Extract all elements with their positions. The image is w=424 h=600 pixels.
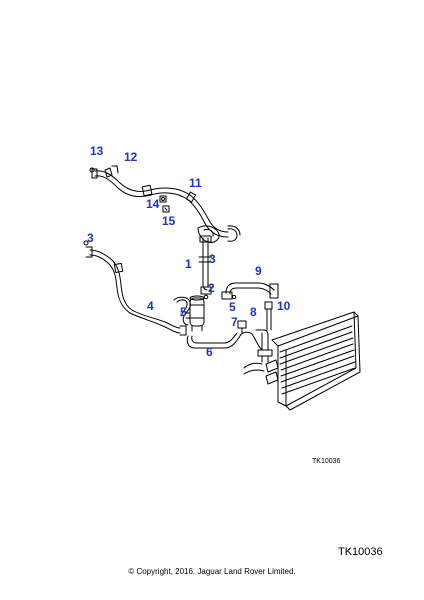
part-15-clip [162, 205, 170, 213]
callout-3-left: 3 [87, 231, 94, 245]
callout-3-right: 3 [209, 252, 216, 266]
callout-2: 2 [208, 281, 215, 295]
condenser [243, 311, 361, 411]
callout-1: 1 [185, 257, 192, 271]
pipe-1-vertical [198, 235, 213, 300]
receiver-drier [185, 295, 205, 332]
callout-5-left: 5 [180, 305, 187, 319]
pipe-6-lower [186, 320, 273, 363]
callout-11: 11 [189, 176, 202, 190]
pipe-4-liquid-line [85, 246, 191, 336]
callout-4: 4 [147, 299, 154, 313]
callout-15: 15 [162, 214, 176, 228]
callout-5-right: 5 [229, 300, 236, 314]
callout-13: 13 [90, 144, 104, 158]
part-14-clip [159, 195, 167, 203]
callout-8: 8 [250, 305, 257, 319]
callout-14: 14 [146, 197, 160, 211]
callout-9: 9 [255, 264, 262, 278]
pipe-11-suction-hose [91, 165, 241, 243]
callout-6: 6 [206, 345, 213, 359]
callout-7: 7 [231, 315, 238, 329]
part-10-fitting [264, 301, 273, 331]
reference-code-large: TK10036 [338, 546, 383, 558]
callout-10: 10 [277, 299, 291, 313]
reference-code-small: TK10036 [312, 458, 341, 465]
pipe-9-upper-right [221, 282, 279, 300]
callout-12: 12 [124, 150, 138, 164]
copyright-notice: © Copyright, 2016. Jaguar Land Rover Lim… [128, 567, 296, 576]
part-3-oring-left [83, 240, 89, 246]
part-13-fitting [89, 167, 95, 173]
